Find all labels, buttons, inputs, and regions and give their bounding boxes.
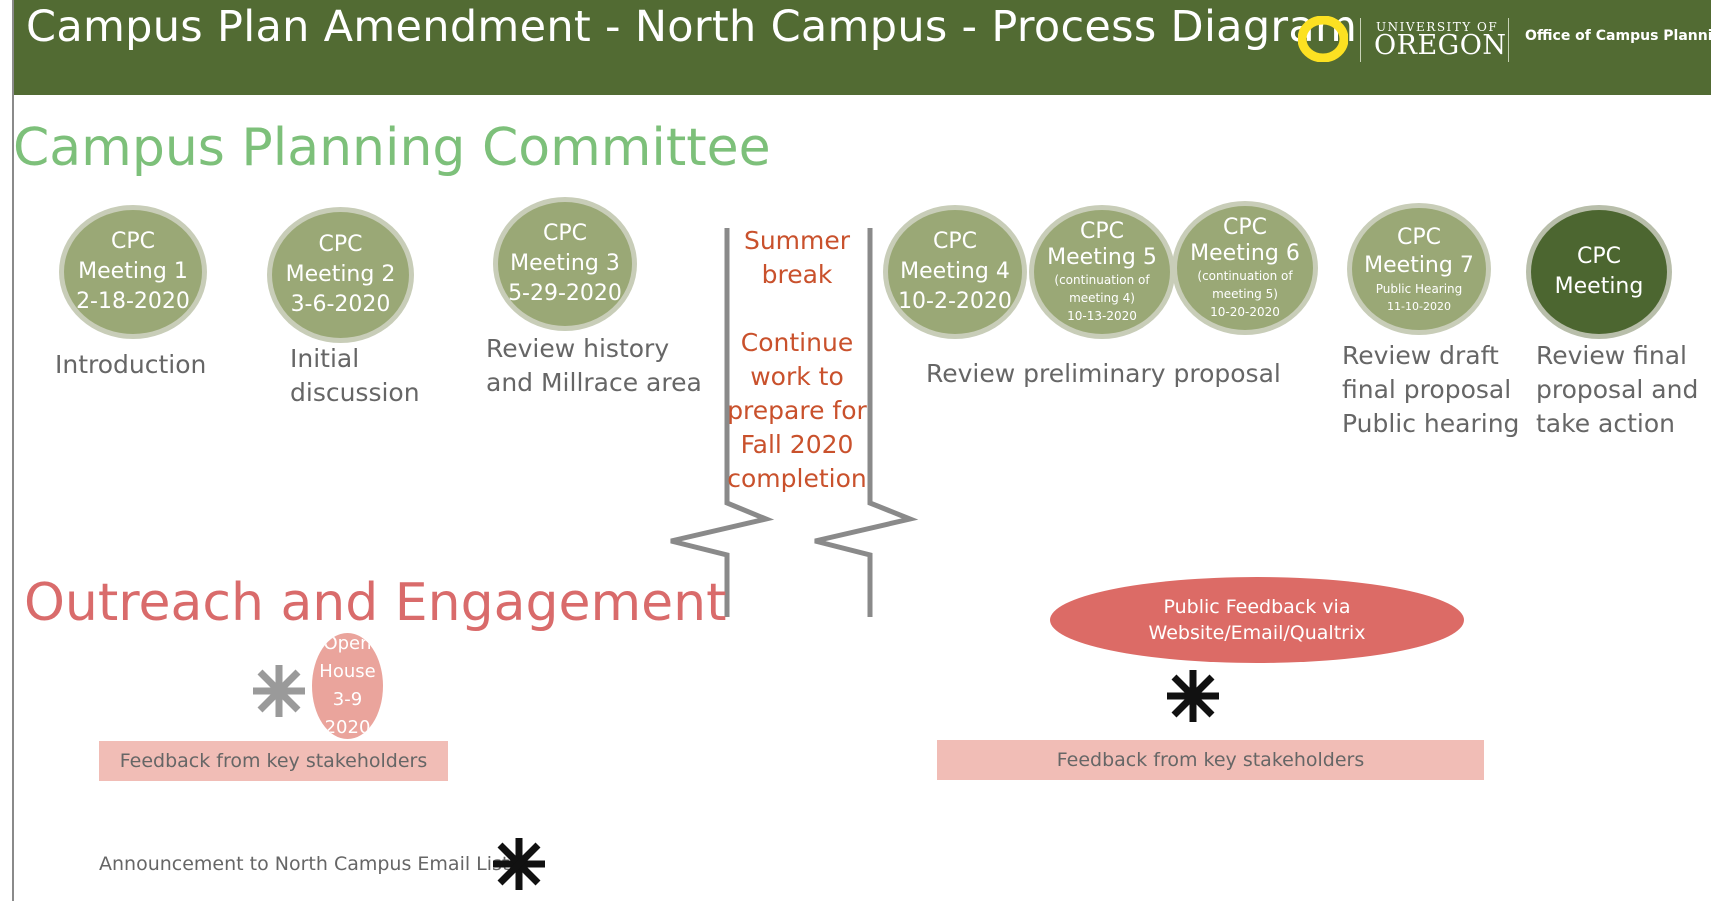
uo-logo-o-icon (1297, 15, 1349, 63)
final-meeting-label: Review final proposal and take action (1536, 341, 1699, 438)
meeting-date: 3-6-2020 (290, 292, 391, 317)
logo-divider (1360, 18, 1361, 62)
cpc-meeting-4: CPC Meeting 4 10-2-2020 (888, 210, 1022, 334)
page-title: Campus Plan Amendment - North Campus - P… (26, 2, 1358, 52)
meeting-name: Meeting 2 (285, 262, 396, 287)
meeting-name: Meeting 5 (1047, 245, 1157, 270)
black-asterisk-icon (1164, 667, 1222, 729)
cpc-final-meeting: CPC Meeting (1531, 210, 1667, 334)
meeting-name: Meeting 7 (1364, 252, 1474, 278)
meeting-7-label: Review draft final proposal Public heari… (1342, 341, 1520, 438)
meeting-3-label: Review history and Millrace area (486, 334, 702, 397)
meeting-date: 11-10-2020 (1387, 299, 1451, 313)
meeting-note: (continuation of (1054, 273, 1150, 287)
meeting-note: (continuation of (1197, 269, 1293, 283)
cpc-meeting-3: CPC Meeting 3 5-29-2020 (498, 202, 632, 326)
meeting-date: 10-13-2020 (1067, 309, 1137, 323)
meeting-title: CPC (111, 229, 155, 254)
meeting-1-label: Introduction (55, 350, 207, 379)
open-house-bubble: Open House 3-9 2020 (312, 633, 383, 739)
meeting-title: CPC (1577, 244, 1621, 269)
feedback-bar-left: Feedback from key stakeholders (99, 741, 448, 781)
meeting-name: Meeting (1554, 274, 1644, 299)
summer-break-text: Summer break Continue work to prepare fo… (727, 226, 867, 493)
meeting-date: 10-2-2020 (898, 289, 1012, 314)
header-bar (14, 0, 1711, 95)
cpc-meeting-6: CPC Meeting 6 (continuation of meeting 5… (1177, 206, 1313, 330)
meeting-note: meeting 5) (1212, 287, 1278, 301)
meetings-4-6-label: Review preliminary proposal (926, 359, 1281, 388)
meeting-title: CPC (318, 232, 363, 257)
meeting-title: CPC (1223, 215, 1267, 240)
public-feedback-ellipse: Public Feedback via Website/Email/Qualtr… (1050, 577, 1464, 663)
meeting-date: 10-20-2020 (1210, 305, 1280, 319)
meeting-name: Meeting 4 (900, 259, 1010, 284)
announcement-text: Announcement to North Campus Email List (99, 853, 510, 875)
cpc-meeting-1: CPC Meeting 1 2-18-2020 (64, 210, 202, 334)
office-divider (1508, 18, 1509, 62)
meeting-note: Public Hearing (1375, 281, 1463, 296)
cpc-meeting-5: CPC Meeting 5 (continuation of meeting 4… (1034, 210, 1170, 334)
meeting-title: CPC (543, 221, 587, 246)
feedback-bar-right: Feedback from key stakeholders (937, 740, 1484, 780)
cpc-meeting-2: CPC Meeting 2 3-6-2020 (272, 212, 409, 338)
university-of-text: UNIVERSITY OF (1376, 20, 1499, 34)
cpc-meeting-7: CPC Meeting 7 Public Hearing 11-10-2020 (1352, 208, 1486, 330)
meeting-name: Meeting 6 (1190, 241, 1300, 266)
oregon-wordmark: OREGON (1374, 30, 1507, 61)
office-name: Office of Campus Planning (1525, 28, 1711, 44)
announcement-asterisk-icon (490, 835, 548, 897)
meeting-name: Meeting 3 (510, 251, 620, 276)
meeting-name: Meeting 1 (78, 259, 188, 284)
meeting-title: CPC (1397, 224, 1441, 250)
gray-asterisk-icon (250, 662, 308, 724)
committee-heading: Campus Planning Committee (13, 118, 771, 178)
meeting-title: CPC (933, 229, 977, 254)
meeting-note: meeting 4) (1069, 291, 1135, 305)
meeting-date: 2-18-2020 (76, 289, 190, 314)
left-border (12, 0, 14, 901)
meeting-date: 5-29-2020 (508, 281, 622, 306)
meeting-2-label: Initial discussion (290, 344, 420, 407)
meeting-title: CPC (1080, 219, 1124, 244)
outreach-heading: Outreach and Engagement (24, 573, 727, 633)
